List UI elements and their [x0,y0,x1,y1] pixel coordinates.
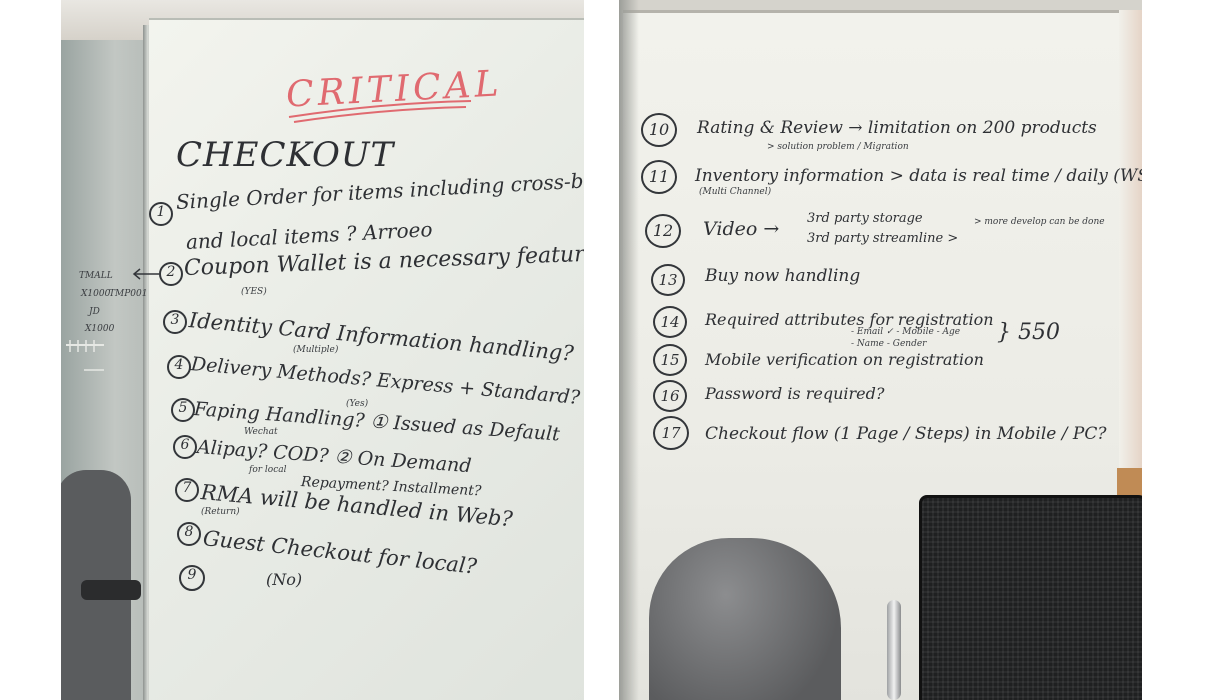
item-text: Video → [703,218,780,240]
whiteboard-frame [143,25,153,700]
item-number: 13 [651,264,685,296]
side-note-tmall: TMALL [79,271,113,281]
item-number: 4 [167,355,191,379]
item-sub: (Multi Channel) [699,187,772,197]
whiteboard [149,18,584,700]
item-note: Wechat [244,427,278,437]
chair-frame [887,600,901,700]
item-number: 2 [159,262,183,286]
item-text: Required attributes for registration [705,310,994,329]
tally-marks [66,340,104,371]
item-number: 1 [149,202,173,226]
item-number: 16 [653,380,687,412]
item-number: 6 [173,435,197,459]
item-number: 3 [163,310,187,334]
side-note-value: X1000 [85,324,115,334]
item-sub: > solution problem / Migration [767,142,909,152]
item-aside: } 550 [997,320,1060,345]
board-shadow [619,0,639,700]
item-note: (Yes) [346,399,369,409]
side-note-jd: JD [89,307,100,317]
item-text: Password is required? [705,384,885,403]
item-note: (YES) [241,287,267,297]
item-text: Inventory information > data is real tim… [695,166,1142,186]
side-note-value: X1000 [81,289,111,299]
whiteboard-photo-left: TMALL X1000 TMP001 JD X1000 CRITICAL CHE… [61,0,584,700]
item-text: Buy now handling [705,266,861,286]
item-sub: 3rd party storage [807,211,923,226]
item-note: (Multiple) [293,345,339,355]
item-number: 5 [171,398,195,422]
heading-checkout: CHECKOUT [176,135,395,175]
item-number: 11 [641,160,677,194]
item-text: Checkout flow (1 Page / Steps) in Mobile… [705,424,1107,444]
whiteboard-photo-right: 10 Rating & Review → limitation on 200 p… [619,0,1142,700]
item-number: 8 [177,522,201,546]
item-sub: - Name - Gender [851,339,927,349]
item-number: 10 [641,113,677,147]
chair-armrest [81,580,141,600]
office-chair-grey [649,538,841,700]
item-number: 17 [653,416,689,450]
item-sub: - Email ✓ - Mobile - Age [851,327,961,337]
item-number: 7 [175,478,199,502]
arrow-left-icon [132,268,159,280]
item-sub: 3rd party streamline > [807,231,959,246]
item-text: Rating & Review → limitation on 200 prod… [697,118,1097,138]
office-chair-black [919,495,1142,700]
item-text: Mobile verification on registration [705,350,984,369]
item-note: (No) [266,570,303,589]
item-note: (Return) [201,507,240,517]
item-number: 15 [653,344,687,376]
item-number: 14 [653,306,687,338]
underline-red [288,100,472,123]
item-number: 12 [645,214,681,248]
item-aside: > more develop can be done [974,217,1105,227]
side-note-code: TMP001 [109,289,148,299]
item-number: 9 [179,565,205,591]
item-note: for local [249,465,287,475]
